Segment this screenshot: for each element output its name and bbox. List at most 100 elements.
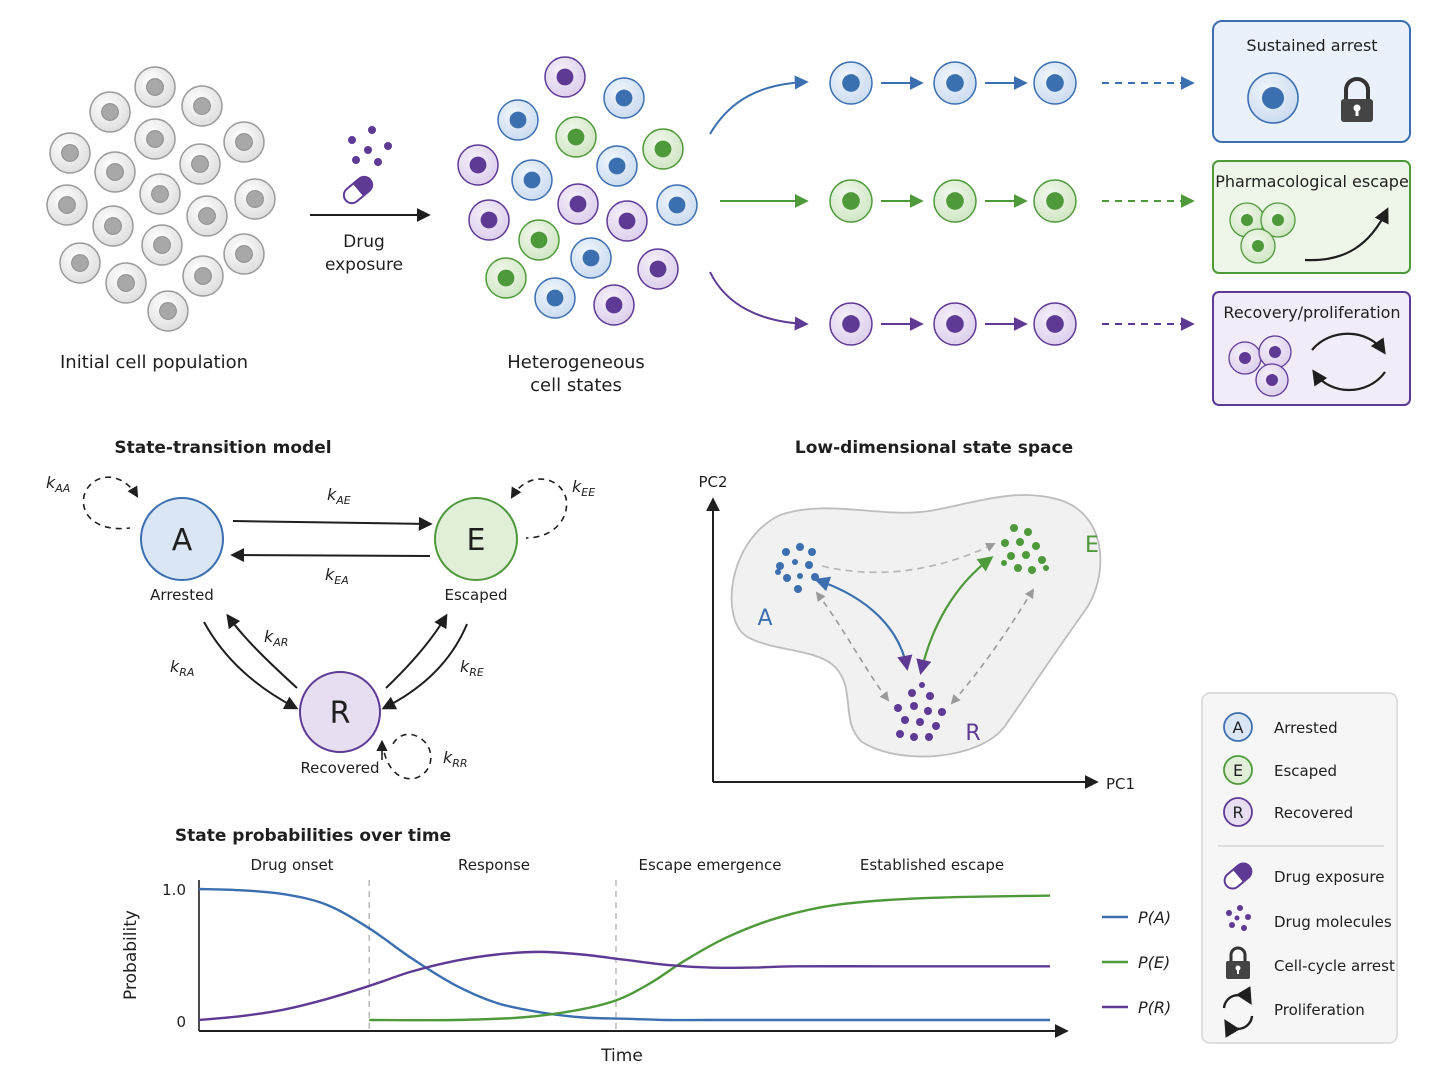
purple-cell [557,183,599,225]
legend-label: Escaped [1274,762,1337,780]
legend-item-cell-cycle-arrest: Cell-cycle arrest [1226,946,1395,979]
cluster-label-E: E [1085,533,1099,558]
gray-cell [89,91,131,133]
legend-letter: A [1233,718,1244,737]
gray-cell [223,121,265,163]
series-line-pe [369,894,1051,1022]
y-tick-label: 1.0 [162,881,186,899]
legend-letter: E [1233,761,1243,780]
purple-cell [606,200,648,242]
state-letter: R [330,696,351,731]
green-cell [555,116,597,158]
rate-label-RE: kRE [460,657,484,679]
arrow-E-to-A [230,548,431,563]
legend: A Arrested E Escaped R Recovered Drug ex… [1201,692,1398,1044]
blue-cell [570,237,612,279]
legend-item-recovered: R Recovered [1223,797,1353,827]
initial-population-label: Initial cell population [60,352,248,373]
legend-item-drug-exposure: Drug exposure [1223,862,1384,890]
gray-cell [92,205,134,247]
phase-label: Established escape [860,856,1004,874]
series-line-pr [198,950,1050,1022]
chart-legend: P(A) P(E) P(R) [1102,908,1171,1017]
blue-cell [596,145,638,187]
legend-item-escaped: E Escaped [1223,755,1337,785]
hetero-label-line2: cell states [530,375,622,396]
heterogeneous-cell-population [457,56,698,326]
chart-legend-item: P(E) [1102,953,1170,972]
recovered-cells-icon [1228,335,1292,397]
legend-item-drug-molecules: Drug molecules [1226,905,1392,931]
state-letter: A [172,523,193,558]
cluster-label-A: A [757,606,772,631]
blue-cell [511,159,553,201]
transition-A-to-E [821,543,996,574]
outcome-title: Recovery/proliferation [1223,303,1400,322]
gray-cell [49,132,91,174]
purple-cell [544,56,586,98]
gray-cell [141,224,183,266]
state-node-arrested: A Arrested [140,497,224,604]
phase-label: Escape emergence [639,856,782,874]
green-cell [642,128,684,170]
self-loop-RR [381,733,432,780]
arrow-R-to-E [385,613,448,689]
series-line-pa [198,887,1050,1022]
phase-label: Response [458,856,530,874]
state-name: Recovered [300,759,379,777]
chart-title: State probabilities over time [175,826,451,846]
state-node-escaped: E Escaped [434,497,518,604]
gray-cell [234,178,276,220]
cluster-label-R: R [965,721,980,746]
arrow-E-to-R [381,623,468,710]
lineage-cell-recovered [829,302,873,346]
initial-cell-population [46,66,276,332]
gray-cell [181,85,223,127]
gray-cell [182,255,224,297]
escaped-cells-icon [1229,202,1296,264]
legend-label: Drug molecules [1274,913,1392,931]
gray-cell [105,262,147,304]
rate-label-AE: kAE [327,485,351,507]
cluster-escaped [1001,524,1049,574]
blue-cell [656,184,698,226]
outcome-box-pharmacological-escape: Pharmacological escape [1212,160,1411,274]
lineage-cell-arrested [829,61,873,105]
lineage-cell-escaped [829,179,873,223]
gray-cell [147,290,189,332]
probability-chart: 1.0 0 Probability Time Drug onset Respon… [121,856,1171,1066]
y-tick-label: 0 [176,1013,186,1031]
chart-legend-label: P(E) [1138,953,1170,972]
lock-icon [1226,946,1250,979]
gray-cell [223,233,265,275]
self-loop-AA [82,476,139,530]
branch-arrow-recovered [709,271,809,331]
green-cell [485,257,527,299]
legend-item-proliferation: Proliferation [1222,986,1365,1038]
state-clusters [775,524,1049,741]
chart-legend-item: P(R) [1102,998,1171,1017]
cell-lineages [829,61,1195,346]
chart-legend-item: P(A) [1102,908,1171,927]
chart-y-label: Probability [121,910,141,1000]
gray-cell [46,184,88,226]
state-name: Escaped [444,586,507,604]
phase-label: Drug onset [250,856,333,874]
legend-label: Cell-cycle arrest [1274,957,1395,975]
cycle-icon [1222,986,1254,1038]
legend-label: Arrested [1274,719,1338,737]
drug-molecules-icon [348,126,392,166]
chart-x-label: Time [600,1046,643,1066]
green-cell [518,219,560,261]
rate-label-RR: kRR [443,748,468,770]
escape-arrow-icon [1304,207,1389,262]
lineage-cell-recovered [1033,302,1077,346]
drug-label-line1: Drug [343,232,385,252]
lineage-cell-escaped [1033,179,1077,223]
gray-cell [186,195,228,237]
blue-cell [497,99,539,141]
pc2-label: PC2 [698,473,727,491]
chart-legend-label: P(R) [1138,998,1171,1017]
chart-plot-area [198,880,1051,1031]
lock-icon [1341,77,1373,122]
